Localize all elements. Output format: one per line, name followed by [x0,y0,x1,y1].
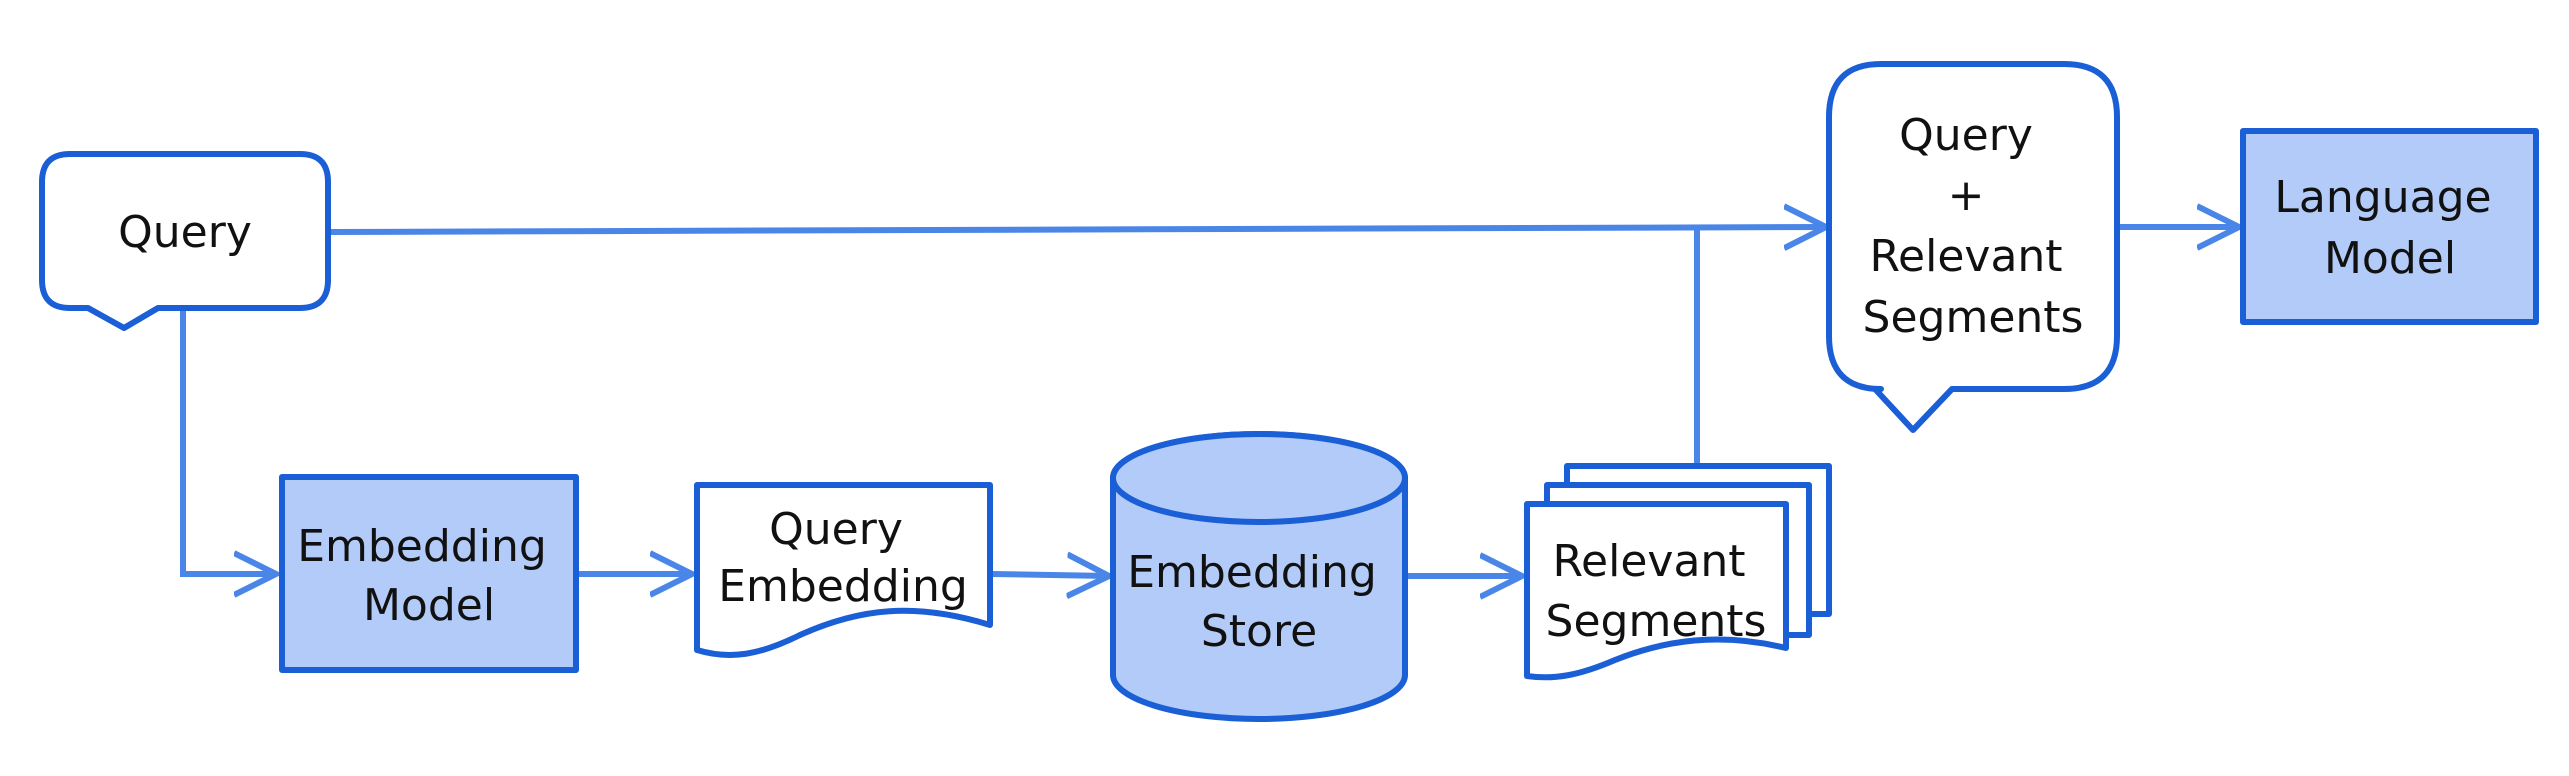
embedding-model-line-2: Model [363,580,495,631]
combined-callout: Query + Relevant Segments [1826,61,2120,433]
query-embedding-node: Query Embedding [694,482,993,658]
language-model-line-2: Model [2324,233,2456,284]
language-model-label: Language Model [2274,172,2505,284]
relevant-segments-line-2: Segments [1546,596,1767,647]
embedding-store-label: Embedding Store [1127,547,1391,657]
connectors [180,227,2239,576]
relevant-segments-label: Relevant Segments [1546,536,1767,647]
embedding-model-node: Embedding Model [279,474,579,673]
query-callout-shape [39,151,331,331]
embedding-model-box [279,474,579,673]
query-embedding-line-2: Embedding [718,561,968,612]
query-embedding-document-shape [694,482,993,658]
query-embedding-line-1: Query [769,504,903,555]
embedding-store-node: Embedding Store [1110,431,1408,722]
embedding-model-label: Embedding Model [297,521,561,631]
query-callout-line: Query [118,207,252,258]
arrow-query-to-combined [327,227,1826,232]
embedding-store-line-2: Store [1201,606,1317,657]
arrow-query-embedding-to-store [991,574,1109,576]
language-model-node: Language Model [2240,128,2539,325]
language-model-box [2240,128,2539,325]
combined-callout-shape [1826,61,2120,433]
combined-callout-line-2: + [1948,170,1985,221]
combined-callout-label: Query + Relevant Segments [1863,110,2084,343]
language-model-line-1: Language [2274,172,2491,223]
combined-callout-line-4: Segments [1863,292,2084,343]
embedding-model-line-1: Embedding [297,521,547,572]
relevant-segments-node: Relevant Segments [1524,463,1832,681]
embedding-store-line-1: Embedding [1127,547,1377,598]
relevant-segments-page-front [1524,501,1789,681]
query-callout-label: Query [118,207,252,258]
arrow-query-to-embedding-model [180,310,276,574]
query-callout: Query [39,151,331,331]
combined-callout-line-1: Query [1899,110,2033,161]
combined-callout-line-3: Relevant [1869,231,2062,282]
relevant-segments-line-1: Relevant [1552,536,1745,587]
query-embedding-label: Query Embedding [718,504,968,612]
embedding-store-cylinder-top [1110,431,1408,525]
